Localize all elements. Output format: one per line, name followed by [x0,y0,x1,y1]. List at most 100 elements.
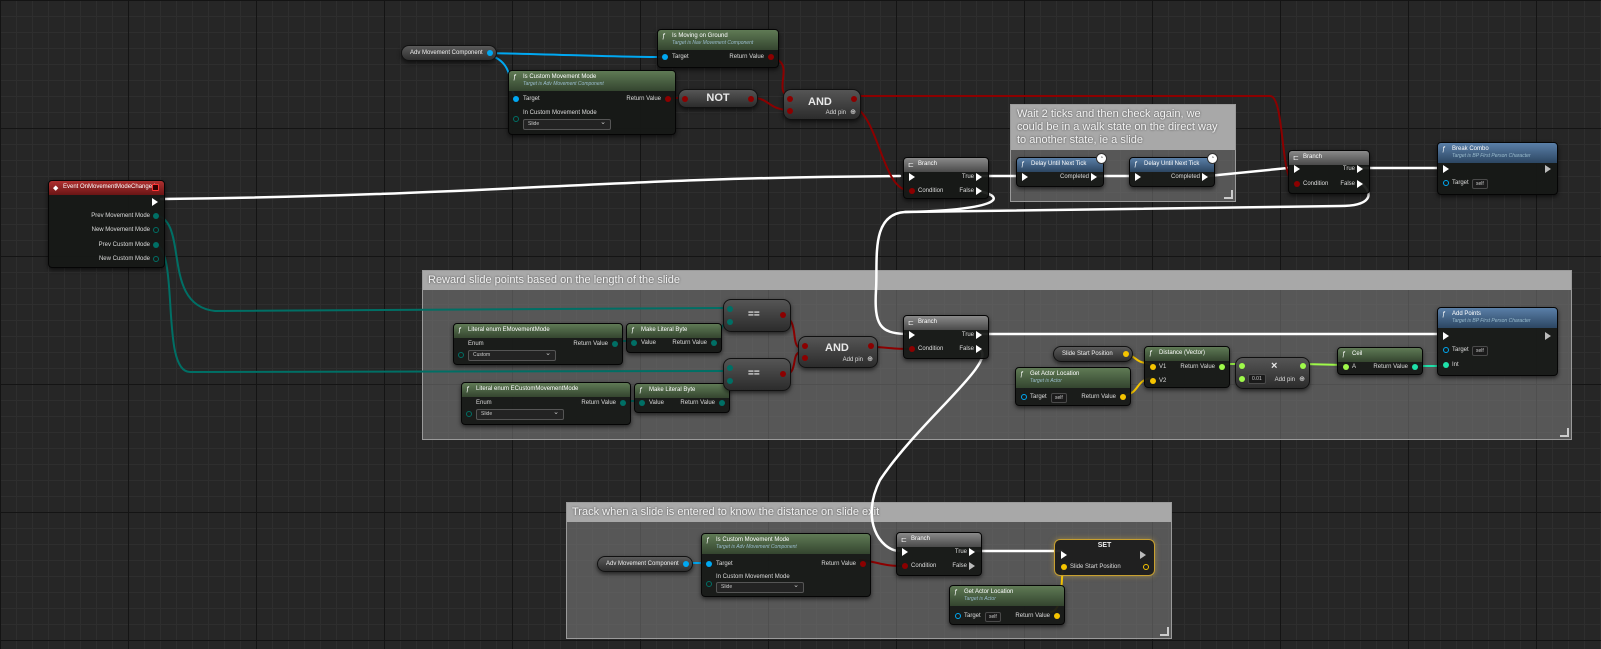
and-node-reward[interactable]: AND Add pin ⊕ [798,336,878,368]
byte-pin[interactable] [153,242,159,248]
ecustommovementmode-dropdown[interactable]: Slide [476,408,564,420]
resize-grip-icon[interactable] [1560,428,1569,437]
add-pin-icon[interactable]: ⊕ [850,109,856,116]
byte-pin[interactable] [620,400,626,406]
float-pin[interactable] [1239,376,1245,382]
event-on-movement-mode-changed[interactable]: ◆Event OnMovementModeChanged Prev Moveme… [48,180,165,268]
bool-pin[interactable] [902,563,908,569]
exec-in-pin[interactable] [1135,173,1141,181]
bool-pin[interactable] [787,96,793,102]
float-pin[interactable] [1239,363,1245,369]
bool-pin[interactable] [780,371,786,377]
byte-pin[interactable] [513,116,519,122]
float-pin[interactable] [1219,364,1225,370]
emovementmode-dropdown[interactable]: Custom [468,349,556,361]
vector-pin[interactable] [1143,564,1149,570]
adv-movement-component-getter[interactable]: Adv Movement Component [401,45,497,61]
byte-pin[interactable] [612,341,618,347]
exec-in-pin[interactable] [1443,165,1449,173]
byte-pin[interactable] [727,365,733,371]
bool-pin[interactable] [768,54,774,60]
custom-mode-dropdown[interactable]: Slide [716,581,804,593]
object-pin[interactable] [1443,347,1449,353]
exec-in-pin[interactable] [902,548,908,556]
bool-pin[interactable] [909,346,915,352]
bool-pin[interactable] [748,96,754,102]
vector-pin[interactable] [1061,564,1067,570]
add-pin-icon[interactable]: ⊕ [1299,376,1305,383]
float-pin[interactable] [1343,364,1349,370]
float-pin[interactable] [1300,363,1306,369]
exec-out-pin[interactable] [1545,165,1551,173]
exec-in-pin[interactable] [909,173,915,181]
exec-out-pin[interactable] [976,173,982,181]
object-pin[interactable] [1443,180,1449,186]
object-pin[interactable] [955,613,961,619]
branch-node-1[interactable]: ⊏Branch True Condition False [903,157,989,199]
exec-out-pin[interactable] [1091,173,1097,181]
bool-pin[interactable] [1294,181,1300,187]
object-pin[interactable] [706,561,712,567]
bool-pin[interactable] [802,343,808,349]
exec-in-pin[interactable] [1061,551,1067,559]
object-pin[interactable] [662,54,668,60]
exec-out-pin[interactable] [976,331,982,339]
object-pin[interactable] [683,561,689,567]
set-slide-start-position-node[interactable]: SET Slide Start Position [1054,539,1155,576]
exec-out-pin[interactable] [1202,173,1208,181]
branch-node-2[interactable]: ⊏Branch True Condition False [1288,150,1370,194]
bool-pin[interactable] [787,108,793,114]
byte-pin[interactable] [706,581,712,587]
bool-pin[interactable] [851,96,857,102]
byte-pin[interactable] [727,319,733,325]
custom-mode-dropdown[interactable]: Slide [523,118,611,130]
exec-in-pin[interactable] [1443,332,1449,340]
vector-pin[interactable] [1123,351,1129,357]
byte-pin[interactable] [727,306,733,312]
multiply-node[interactable]: × 0.01 Add pin ⊕ [1235,357,1310,389]
add-pin-button[interactable]: Add pin [825,110,846,116]
vector-pin[interactable] [1150,364,1156,370]
bool-pin[interactable] [665,96,671,102]
bool-pin[interactable] [860,561,866,567]
not-node[interactable]: NOT [678,89,758,108]
branch-node-3[interactable]: ⊏Branch True Condition False [903,315,989,359]
object-pin[interactable] [487,50,493,56]
comment-wait-ticks[interactable]: Wait 2 ticks and then check again, we co… [1010,104,1236,202]
byte-pin[interactable] [153,227,159,233]
bool-pin[interactable] [802,355,808,361]
exec-in-pin[interactable] [909,331,915,339]
exec-out-pin[interactable] [969,548,975,556]
and-node-top[interactable]: AND Add pin ⊕ [783,89,861,120]
resize-grip-icon[interactable] [1160,627,1169,636]
adv-movement-component-getter-bottom[interactable]: Adv Movement Component [597,556,693,572]
byte-pin[interactable] [719,400,725,406]
exec-out-pin[interactable] [976,345,982,353]
byte-pin[interactable] [711,340,717,346]
add-pin-button[interactable]: Add pin [842,357,863,363]
exec-out-pin[interactable] [1357,180,1363,188]
vector-pin[interactable] [1054,613,1060,619]
byte-pin[interactable] [631,340,637,346]
delegate-pin-icon[interactable] [152,184,159,191]
self-field[interactable]: self [1472,179,1488,189]
self-field[interactable]: self [1051,393,1067,403]
exec-out-pin[interactable] [969,562,975,570]
byte-pin[interactable] [458,352,464,358]
int-pin[interactable] [1412,364,1418,370]
exec-out-pin[interactable] [1140,551,1146,559]
exec-out-pin[interactable] [152,198,158,206]
